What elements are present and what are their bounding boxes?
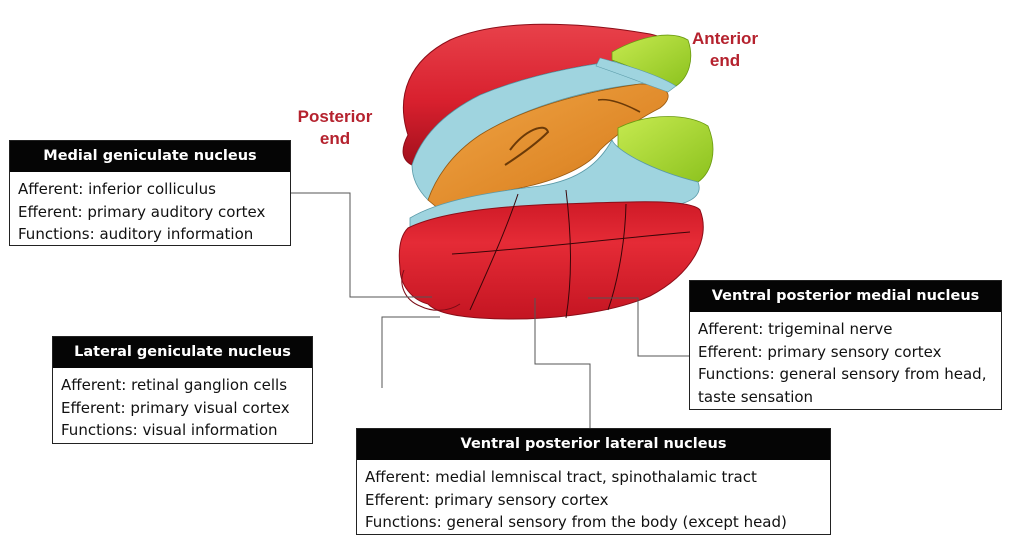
vpm-functions: Functions: general sensory from head, — [698, 363, 993, 386]
ventral-posterior-medial-box: Ventral posterior medial nucleus Afferen… — [689, 280, 1002, 410]
anterior-label-line2: end — [690, 50, 760, 72]
vpm-title: Ventral posterior medial nucleus — [690, 281, 1001, 312]
medial-geniculate-afferent: Afferent: inferior colliculus — [18, 178, 282, 201]
lower-red-lobe — [399, 202, 703, 319]
vpm-afferent: Afferent: trigeminal nerve — [698, 318, 993, 341]
vpl-title: Ventral posterior lateral nucleus — [357, 429, 830, 460]
medial-geniculate-functions: Functions: auditory information — [18, 223, 282, 246]
medial-geniculate-efferent: Efferent: primary auditory cortex — [18, 201, 282, 224]
posterior-label-line2: end — [285, 128, 385, 150]
lateral-geniculate-functions: Functions: visual information — [61, 419, 304, 442]
vpl-functions: Functions: general sensory from the body… — [365, 511, 822, 534]
lateral-geniculate-title: Lateral geniculate nucleus — [53, 337, 312, 368]
vpl-efferent: Efferent: primary sensory cortex — [365, 489, 822, 512]
medial-geniculate-title: Medial geniculate nucleus — [10, 141, 290, 172]
anterior-label-line1: Anterior — [690, 28, 760, 50]
anterior-end-label: Anterior end — [690, 28, 760, 72]
vpm-functions-cont: taste sensation — [698, 386, 993, 409]
posterior-end-label: Posterior end — [285, 106, 385, 150]
ventral-posterior-lateral-box: Ventral posterior lateral nucleus Affere… — [356, 428, 831, 535]
lateral-geniculate-box: Lateral geniculate nucleus Afferent: ret… — [52, 336, 313, 444]
vpm-efferent: Efferent: primary sensory cortex — [698, 341, 993, 364]
vpl-afferent: Afferent: medial lemniscal tract, spinot… — [365, 466, 822, 489]
lateral-geniculate-afferent: Afferent: retinal ganglion cells — [61, 374, 304, 397]
lateral-geniculate-efferent: Efferent: primary visual cortex — [61, 397, 304, 420]
medial-geniculate-box: Medial geniculate nucleus Afferent: infe… — [9, 140, 291, 246]
posterior-label-line1: Posterior — [285, 106, 385, 128]
